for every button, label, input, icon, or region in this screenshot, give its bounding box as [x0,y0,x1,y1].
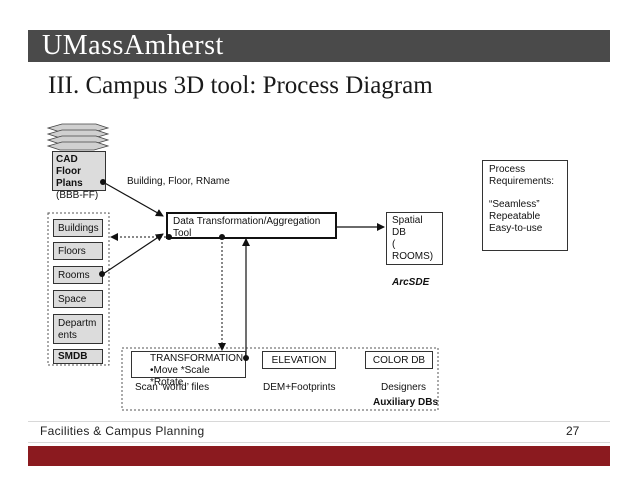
req-line3: “Seamless” [489,199,540,210]
arrow-cad-to-tool [102,181,164,217]
req-line5: Easy-to-use [489,223,543,234]
smdb-group-outline [47,212,110,366]
cad-line2: Plans [56,178,83,189]
spatial-line1: Spatial DB [392,215,423,238]
process-requirements-box: Process Requirements: “Seamless” Repeata… [482,160,568,251]
cad-line3: (BBB-FF) [56,190,99,201]
transformation-title: TRANSFORMATION [150,353,244,364]
dept-line2: ents [58,330,77,341]
connector-dot [243,355,249,361]
tool-line2: Tool [173,228,192,239]
smdb-label: SMDB [53,349,103,364]
dem-footprints-label: DEM+Footprints [263,382,336,393]
smdb-item-departments: Departm ents [53,314,103,344]
cad-fields-label: Building, Floor, RName [127,176,230,187]
spatial-db-box: Spatial DB ( ROOMS) ArcSDE [386,212,443,288]
connector-dot [166,234,172,240]
elevation-box: ELEVATION [262,351,336,369]
transformation-box: TRANSFORMATION •Move *Scale *Rotate [131,351,246,388]
spatial-product: ArcSDE [392,277,430,288]
spatial-line2: ( ROOMS) [392,239,434,262]
page-number: 27 [566,424,580,438]
transformation-ops: •Move *Scale *Rotate [150,365,210,388]
slide-title: III. Campus 3D tool: Process Diagram [48,72,433,99]
header-banner [28,30,610,62]
req-line4: Repeatable [489,211,541,222]
smdb-item-floors: Floors [53,242,103,260]
color-db-box: COLOR DB [365,351,433,369]
smdb-item-rooms: Rooms [53,266,103,284]
connector-dot [219,234,225,240]
req-line1: Process [489,164,526,175]
smdb-item-buildings: Buildings [53,219,103,237]
auxiliary-dbs-label: Auxiliary DBs [373,397,439,408]
auxiliary-group-outline [121,347,439,411]
footer-red-band [28,446,610,466]
footer-text: Facilities & Campus Planning [40,424,205,438]
footer-bar [28,421,610,443]
brand-logo-text: UMassAmherst [42,30,224,61]
layer-stack-icon [46,123,110,151]
cad-floor-plans-box: CAD Floor Plans (BBB-FF) [52,151,106,201]
scan-files-label: Scan ‘world’ files [135,382,210,393]
arrow-rooms-to-tool [102,233,164,275]
smdb-item-space: Space [53,290,103,308]
connector-dot [100,179,106,185]
cad-line1: CAD Floor [56,154,81,177]
dept-line1: Departm [58,318,97,329]
tool-line1: Data Transformation/Aggregation [173,216,321,227]
connector-dot [99,271,105,277]
data-transformation-tool-box: Data Transformation/Aggregation Tool [166,212,337,239]
designers-label: Designers [381,382,427,393]
req-line2: Requirements: [489,176,555,187]
